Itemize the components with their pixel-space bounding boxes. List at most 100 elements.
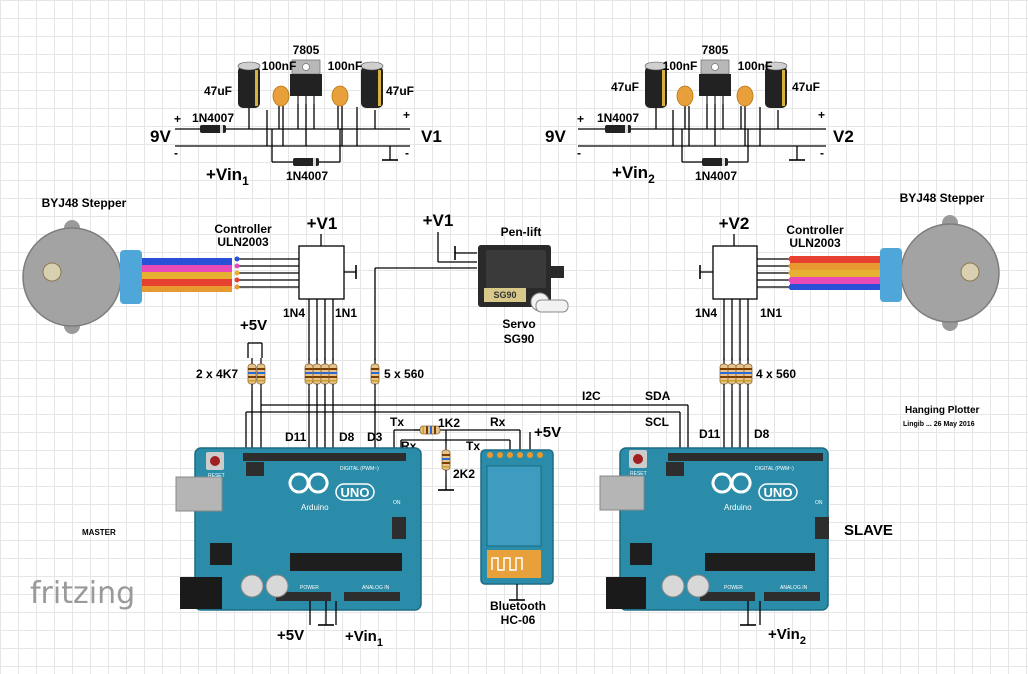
slave-d8-label: D8	[754, 427, 770, 441]
master-analog-header	[344, 592, 400, 601]
slave-resistor-label: 4 x 560	[756, 367, 796, 381]
bt-tx-label: Tx	[466, 439, 480, 453]
psu2-cer-left-label: 100nF	[663, 59, 698, 73]
master-resistor-label: 5 x 560	[384, 367, 424, 381]
servo-type1: Servo	[502, 317, 535, 331]
psu1-diode-bypass-label: 1N4007	[286, 169, 328, 183]
psu1-reg-label: 7805	[293, 43, 320, 57]
scl-label: SCL	[645, 415, 669, 429]
uln2003-right-chip	[712, 245, 758, 300]
master-mcu-chip	[290, 553, 402, 571]
slave-digital-label: DIGITAL (PWM~)	[755, 466, 794, 472]
controller-left-supply: +V1	[307, 214, 338, 233]
slave-role-label: SLAVE	[844, 522, 893, 539]
bt-name1: Bluetooth	[490, 599, 546, 613]
psu1-plus-right: +	[403, 108, 410, 122]
credits-title: Hanging Plotter	[905, 405, 980, 416]
controller-left: Controller ULN2003 +V1 1N4 1N1	[214, 214, 357, 360]
stepper-left: BYJ48 Stepper	[22, 196, 232, 334]
stepper-right: BYJ48 Stepper	[790, 191, 1000, 331]
psu2-out-label: V2	[833, 127, 854, 146]
psu1-vin-label: 9V	[150, 127, 171, 146]
psu2-vin-label: 9V	[545, 127, 566, 146]
master-digital-label: DIGITAL (PWM~)	[340, 466, 379, 472]
psu1-diode-in-label: 1N4007	[192, 111, 234, 125]
psu2-plus-left: +	[577, 112, 584, 126]
controller-right-pin-hi: 1N4	[695, 306, 717, 320]
controller-left-pin-lo: 1N1	[335, 306, 357, 320]
slave-on-label: ON	[815, 500, 823, 506]
psu2-cer-right-label: 100nF	[738, 59, 773, 73]
stepper-right-body	[900, 223, 1000, 323]
controller-right-supply: +V2	[719, 214, 750, 233]
master-uno-logo: UNO	[341, 485, 370, 500]
psu2-minus-right: -	[820, 146, 824, 160]
resistor-tx-label: 1K2	[438, 416, 460, 430]
stepper-right-connector-tab	[880, 248, 902, 302]
master-usb-port	[175, 476, 223, 512]
master-reset-button[interactable]	[210, 456, 220, 466]
stepper-right-shaft	[960, 262, 980, 282]
servo-name: Pen-lift	[501, 225, 542, 239]
slave-power-jack	[606, 577, 646, 609]
stepper-left-body	[22, 227, 122, 327]
controller-right-label1: Controller	[786, 223, 844, 237]
slave-power-header	[700, 592, 755, 601]
slave-uno-logo: UNO	[764, 485, 793, 500]
stepper-left-shaft	[42, 262, 62, 282]
psu2-cap-left-label: 47uF	[611, 80, 639, 94]
controller-left-label1: Controller	[214, 222, 272, 236]
psu1-vin-name: +Vin1	[206, 165, 249, 188]
controller-right-label2: ULN2003	[789, 236, 841, 250]
psu1-cer-right-label: 100nF	[328, 59, 363, 73]
stepper-right-name: BYJ48 Stepper	[900, 191, 985, 205]
psu1-cap-left-label: 47uF	[204, 84, 232, 98]
stepper-left-connector-tab	[120, 250, 142, 304]
slave-reset-button[interactable]	[633, 454, 643, 464]
slave-arduino-name: Arduino	[724, 503, 752, 512]
master-arduino-name: Arduino	[301, 503, 329, 512]
psu1-minus-left: -	[174, 146, 178, 160]
master-reset-label: RESET	[208, 473, 225, 479]
psu1-out-label: V1	[421, 127, 442, 146]
bluetooth-module: +5V Bluetooth HC-06	[480, 424, 561, 627]
fritzing-brand: fritzing	[30, 576, 135, 611]
psu2-diode-bypass-label: 1N4007	[695, 169, 737, 183]
slave-analog-label: ANALOG IN	[780, 585, 808, 591]
servo-type2: SG90	[504, 332, 535, 346]
slave-usb-port	[599, 475, 645, 511]
bt-antenna	[487, 550, 541, 578]
master-d11-label: D11	[285, 430, 307, 444]
master-vin-label: +Vin1	[345, 628, 383, 649]
slave-mcu-chip	[705, 553, 815, 571]
slave-vin-label: +Vin2	[768, 626, 806, 647]
uln2003-left-chip	[298, 245, 345, 300]
slave-d11-label: D11	[699, 427, 721, 441]
servo-body-text: SG90	[493, 290, 516, 300]
arduino-slave: RESET DIGITAL (PWM~) POWER ANALOG IN UNO…	[599, 447, 829, 647]
master-5v-label: +5V	[277, 627, 304, 644]
controller-right: Controller ULN2003 +V2 1N4 1N1	[695, 214, 844, 360]
master-power-jack	[180, 577, 222, 609]
pullup-supply-label: +5V	[240, 317, 267, 334]
psu1-plus-left: +	[174, 112, 181, 126]
psu1-cap-right-label: 47uF	[386, 84, 414, 98]
master-digital-header	[243, 453, 406, 461]
i2c-label: I2C	[582, 389, 601, 403]
resistor-network: +5V 2 x 4K7 5 x 560 4 x 560 I2C SDA SCL	[196, 317, 796, 491]
psu1-minus-right: -	[405, 146, 409, 160]
controller-left-pin-hi: 1N4	[283, 306, 305, 320]
master-power-header	[276, 592, 331, 601]
slave-analog-header	[764, 592, 820, 601]
psu2-vin-name: +Vin2	[612, 163, 655, 186]
psu2-minus-left: -	[577, 146, 581, 160]
power-supply-1: 100nF 7805 100nF 47uF 47uF 1N4007 1N4007…	[150, 43, 442, 188]
psu1-cer-left-label: 100nF	[262, 59, 297, 73]
servo-supply: +V1	[423, 211, 454, 230]
bt-rx-label: Rx	[490, 415, 506, 429]
servo: +V1 Pen-lift SG90 Servo SG90	[374, 211, 569, 360]
arduino-master: RESET DIGITAL (PWM~) POWER ANALOG IN UNO…	[175, 447, 422, 649]
master-d3-label: D3	[367, 430, 383, 444]
resistor-div-label: 2K2	[453, 467, 475, 481]
